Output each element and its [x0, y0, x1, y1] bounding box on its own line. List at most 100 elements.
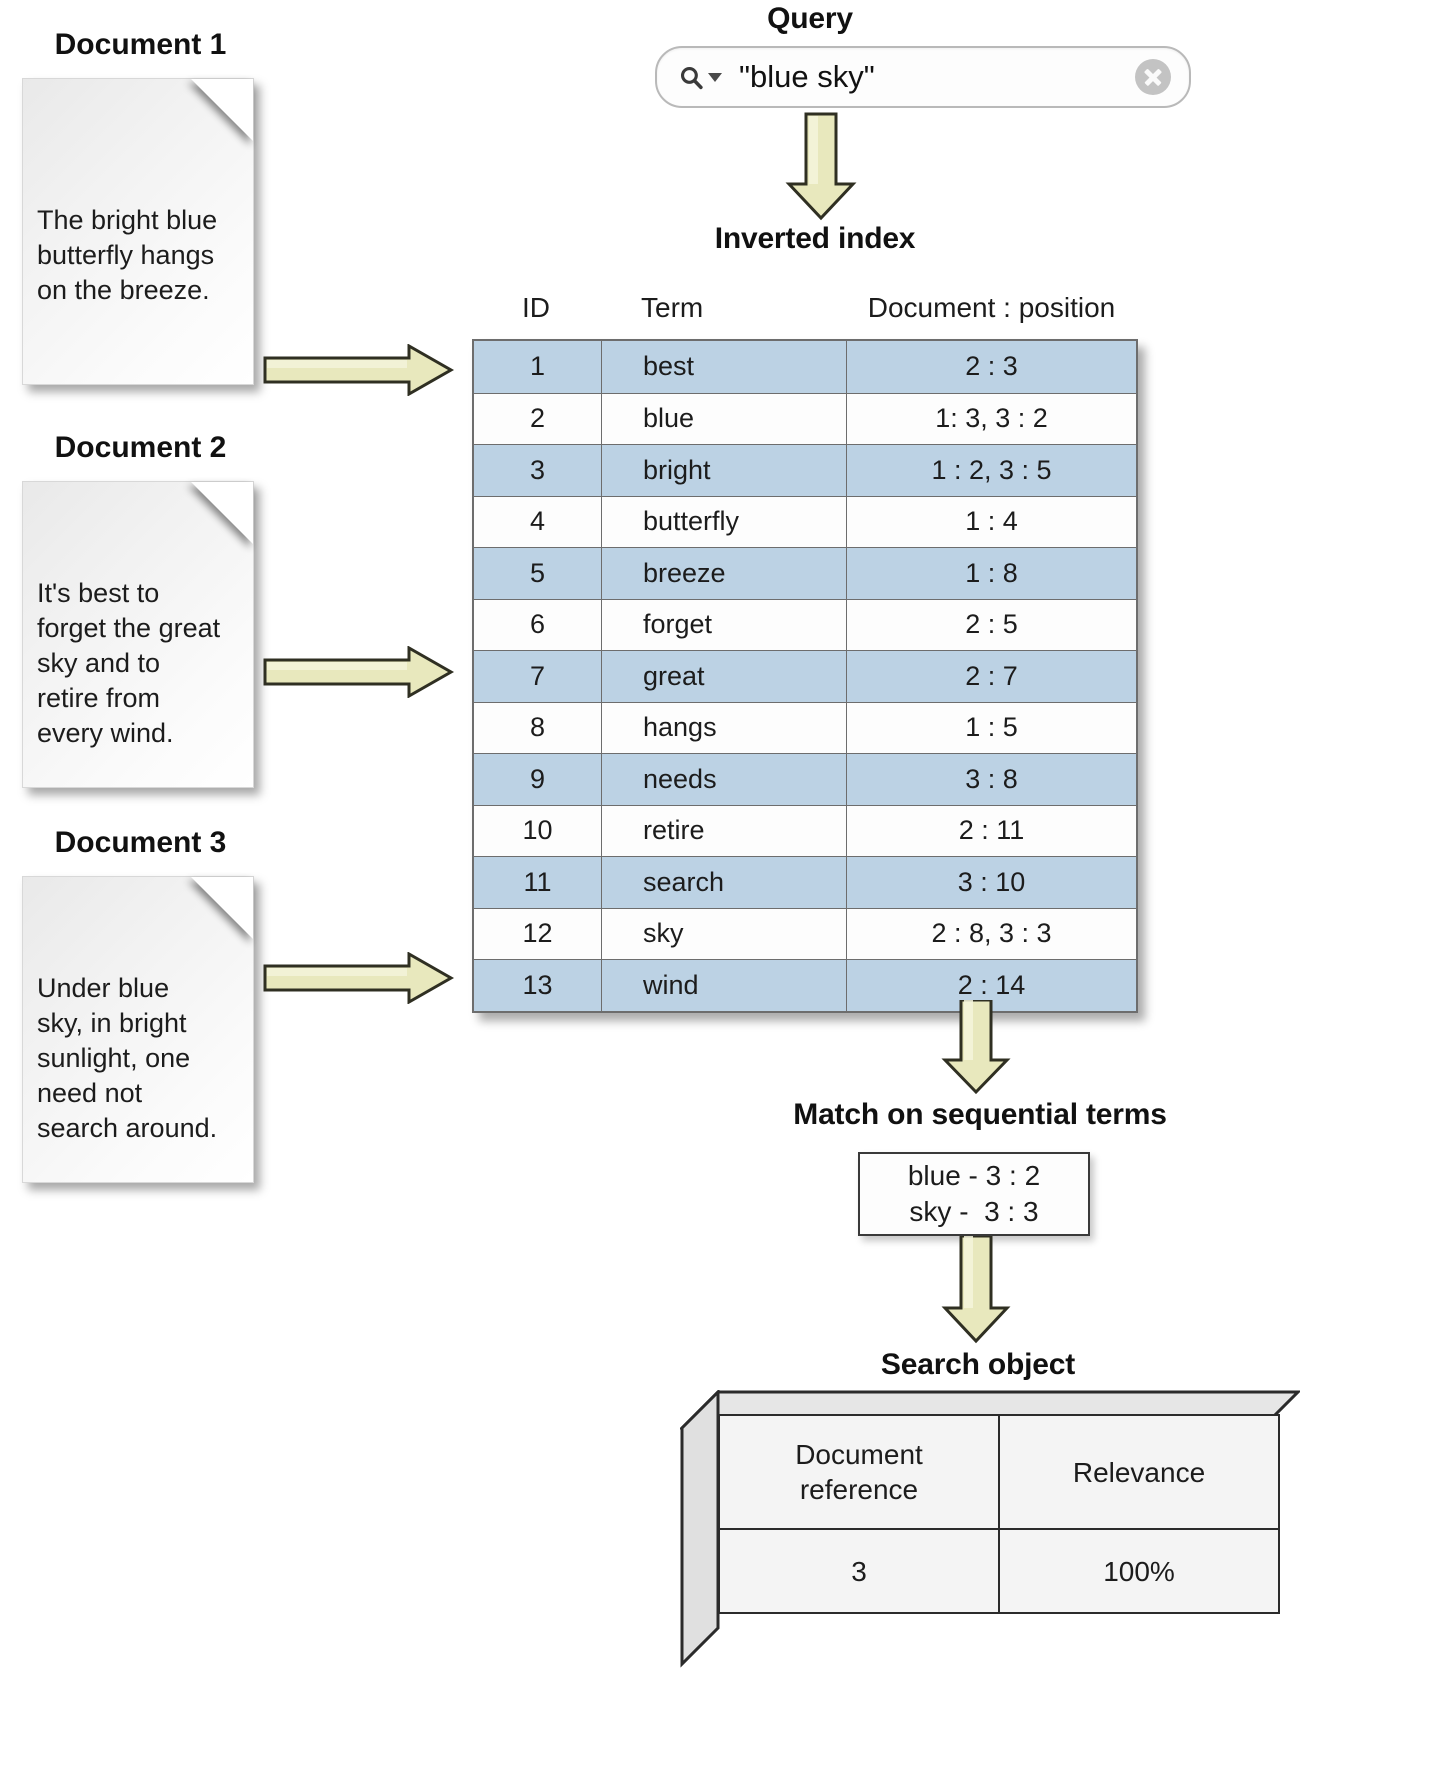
table-row[interactable]: 13 wind 2 : 14: [474, 959, 1136, 1011]
cell-position: 2 : 11: [958, 815, 1025, 846]
cell-term: breeze: [602, 548, 847, 599]
column-header-term: Term: [641, 292, 704, 323]
search-object-data-row[interactable]: 3 100%: [720, 1528, 1278, 1612]
cell-position: 1 : 2, 3 : 5: [931, 454, 1052, 485]
search-object-header-row: Document reference Relevance: [720, 1416, 1278, 1528]
cell-term: retire: [602, 805, 847, 856]
cell-position: 2 : 3: [965, 351, 1018, 382]
search-object-left-face: [680, 1390, 720, 1668]
cell-position: 1 : 5: [965, 712, 1018, 743]
search-input[interactable]: "blue sky": [655, 46, 1191, 108]
cell-term: needs: [602, 754, 847, 805]
page-fold-icon: [191, 79, 253, 141]
cell-id: 6: [474, 599, 602, 650]
table-row[interactable]: 11 search 3 : 10: [474, 856, 1136, 908]
cell-position: 2 : 8, 3 : 3: [931, 918, 1052, 949]
cell-id: 11: [474, 857, 602, 908]
cell-id: 4: [474, 496, 602, 547]
table-row[interactable]: 9 needs 3 : 8: [474, 753, 1136, 805]
cell-term: best: [602, 341, 847, 393]
document-1-text: The bright blue butterfly hangs on the b…: [37, 205, 218, 306]
arrow-document-3-to-index: [263, 952, 455, 1004]
cell-term: forget: [602, 599, 847, 650]
cell-term: bright: [602, 445, 847, 496]
magnifier-icon: [680, 66, 703, 89]
table-row[interactable]: 6 forget 2 : 5: [474, 598, 1136, 650]
table-row[interactable]: 8 hangs 1 : 5: [474, 701, 1136, 753]
table-row[interactable]: 1 best 2 : 3: [474, 341, 1136, 393]
cell-term: sky: [602, 908, 847, 959]
search-object-front-face: Document reference Relevance 3 100%: [718, 1414, 1280, 1614]
cell-term: great: [602, 651, 847, 702]
cell-id: 9: [474, 754, 602, 805]
document-3: Document 3 Under blue sky, in bright sun…: [8, 826, 273, 1183]
document-1: Document 1 The bright blue butterfly han…: [8, 28, 273, 385]
search-query-text: "blue sky": [739, 59, 875, 94]
cell-position: 2 : 14: [957, 969, 1026, 1000]
cell-term: hangs: [602, 702, 847, 753]
column-header-relevance: Relevance: [1072, 1456, 1206, 1488]
document-2-title: Document 2: [54, 431, 227, 464]
document-2-text: It's best to forget the great sky and to…: [37, 578, 221, 749]
cell-document-reference: 3: [720, 1530, 1000, 1612]
cell-id: 3: [474, 445, 602, 496]
cell-position: 3 : 10: [957, 866, 1026, 897]
cell-position: 2 : 5: [965, 609, 1018, 640]
match-line-sky: sky - 3 : 3: [909, 1196, 1039, 1227]
cell-term: wind: [602, 960, 847, 1011]
search-scope-selector[interactable]: [679, 65, 722, 90]
cell-position: 2 : 7: [965, 660, 1018, 691]
document-1-title: Document 1: [54, 28, 227, 61]
cell-id: 13: [474, 960, 602, 1011]
cell-position: 3 : 8: [965, 763, 1018, 794]
column-header-document-reference: Document reference: [720, 1416, 1000, 1528]
arrow-document-2-to-index: [263, 646, 455, 698]
cell-id: 5: [474, 548, 602, 599]
table-row[interactable]: 7 great 2 : 7: [474, 650, 1136, 702]
cell-term: blue: [602, 393, 847, 444]
cell-id: 12: [474, 908, 602, 959]
document-3-title: Document 3: [54, 826, 227, 859]
document-2-sheet[interactable]: It's best to forget the great sky and to…: [22, 481, 254, 788]
inverted-index-table: 1 best 2 : 3 2 blue 1: 3, 3 : 2 3 bright…: [472, 339, 1138, 1013]
chevron-down-icon: [708, 72, 722, 82]
cell-relevance: 100%: [1103, 1555, 1175, 1587]
match-result-box: blue - 3 : 2 sky - 3 : 3: [858, 1152, 1090, 1236]
cell-term: butterfly: [602, 496, 847, 547]
table-row[interactable]: 2 blue 1: 3, 3 : 2: [474, 392, 1136, 444]
cell-position: 1 : 4: [965, 506, 1018, 537]
arrow-match-to-search-object: [941, 1236, 1011, 1344]
arrow-index-to-match: [941, 1000, 1011, 1095]
query-title: Query: [767, 2, 853, 35]
match-title: Match on sequential terms: [793, 1098, 1167, 1131]
match-line-blue: blue - 3 : 2: [907, 1159, 1041, 1191]
cell-id: 1: [474, 341, 602, 393]
table-row[interactable]: 10 retire 2 : 11: [474, 804, 1136, 856]
cell-position: 1: 3, 3 : 2: [935, 403, 1048, 434]
inverted-index-title: Inverted index: [714, 222, 916, 255]
cell-id: 8: [474, 702, 602, 753]
document-3-sheet[interactable]: Under blue sky, in bright sunlight, one …: [22, 876, 254, 1183]
document-2: Document 2 It's best to forget the great…: [8, 431, 273, 788]
table-row[interactable]: 4 butterfly 1 : 4: [474, 495, 1136, 547]
cell-position: 1 : 8: [965, 557, 1018, 588]
page-fold-icon: [191, 482, 253, 544]
column-header-position: Document : position: [867, 292, 1116, 323]
table-row[interactable]: 12 sky 2 : 8, 3 : 3: [474, 907, 1136, 959]
cell-id: 7: [474, 651, 602, 702]
arrow-document-1-to-index: [263, 344, 455, 396]
table-row[interactable]: 3 bright 1 : 2, 3 : 5: [474, 444, 1136, 496]
table-row[interactable]: 5 breeze 1 : 8: [474, 547, 1136, 599]
document-3-text: Under blue sky, in bright sunlight, one …: [37, 973, 218, 1144]
cell-id: 2: [474, 393, 602, 444]
index-column-headers: ID Term Document : position: [472, 292, 1138, 324]
clear-icon[interactable]: [1135, 59, 1171, 95]
column-header-id: ID: [522, 292, 550, 323]
cell-term: search: [602, 857, 847, 908]
cell-id: 10: [474, 805, 602, 856]
document-1-sheet[interactable]: The bright blue butterfly hangs on the b…: [22, 78, 254, 385]
search-object-title: Search object: [880, 1348, 1076, 1381]
arrow-query-to-index: [785, 112, 857, 221]
search-object-table: Document reference Relevance 3 100%: [680, 1390, 1300, 1775]
page-fold-icon: [191, 877, 253, 939]
